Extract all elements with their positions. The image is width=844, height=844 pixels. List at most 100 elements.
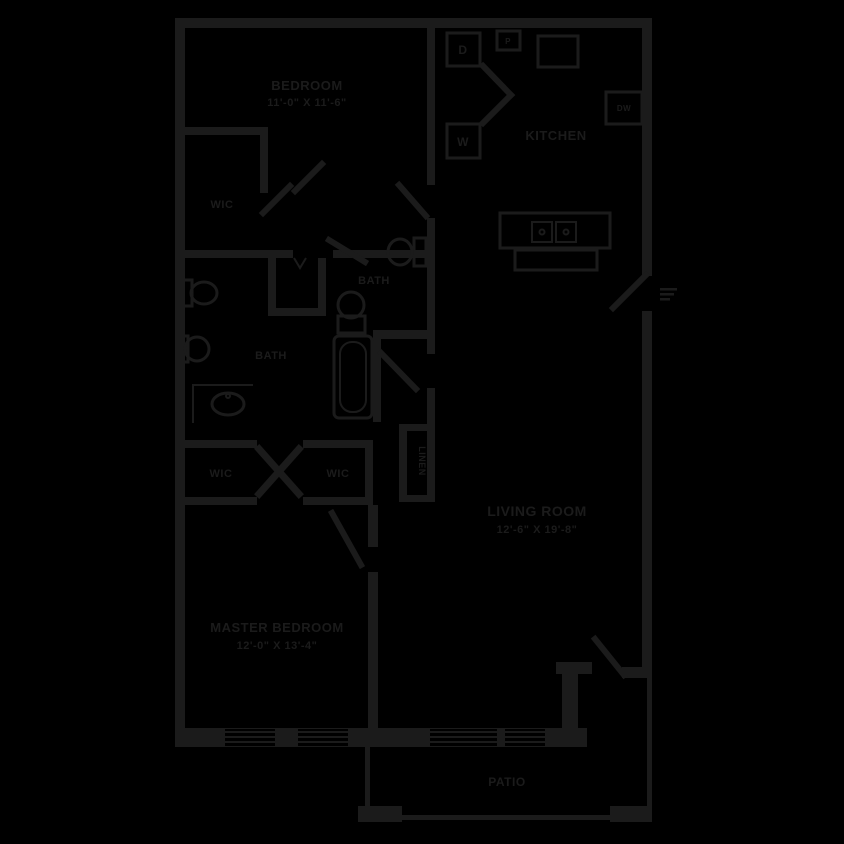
entry-door-leaf: [608, 270, 651, 313]
wall-bedroom-bottom-right: [333, 250, 427, 258]
wall-linen-top: [399, 424, 435, 431]
wall-closet-right: [318, 258, 326, 308]
patio-post-left: [358, 806, 402, 822]
wic-right-label: WIC: [327, 468, 350, 480]
kitchen-bar: [513, 248, 599, 272]
bath-inner-door-leaf: [324, 235, 370, 267]
bath-upper-door-leaf: [394, 180, 431, 221]
living-room-label: LIVING ROOM: [487, 503, 587, 519]
bedroom-dims: 11'-0" X 11'-6": [267, 97, 346, 109]
wall-linen-bottom: [399, 495, 435, 502]
bathtub-outer: [332, 334, 374, 420]
linen-label: LINEN: [417, 446, 427, 476]
wall-right-mid: [642, 311, 652, 667]
kitchen-counter: [498, 211, 612, 250]
laundry-bifold-door-upper: [478, 61, 516, 100]
appliance-labels: D W P DW: [457, 37, 631, 149]
wall-stub-patio-right: [622, 667, 652, 678]
doors: [254, 61, 651, 680]
wall-top: [175, 18, 652, 28]
windows: [225, 729, 545, 746]
wall-wic-right: [260, 135, 268, 193]
bathtub-inner: [339, 341, 367, 413]
pantry-box: [495, 29, 522, 52]
wall-bedroom-laundry: [427, 28, 435, 185]
wall-master-living: [368, 572, 378, 728]
wic-door-leaf: [258, 181, 295, 218]
wall-closet-left: [268, 258, 276, 308]
refrigerator-box: [536, 34, 580, 69]
patio-post-right: [610, 806, 652, 822]
dryer-box: [445, 31, 482, 68]
window-master-2: [298, 729, 348, 746]
dryer-letter: D: [458, 43, 467, 57]
wic-left-label: WIC: [210, 468, 233, 480]
toilet-left-bowl: [189, 280, 219, 306]
wall-linen-living: [427, 424, 435, 502]
wall-bath-living-1: [427, 218, 435, 330]
patio-label: PATIO: [488, 775, 525, 789]
wall-left: [175, 18, 185, 747]
wall-closet-bottom: [268, 308, 326, 316]
pedestal-sink-left-back: [179, 334, 190, 364]
master-bedroom-label: MASTER BEDROOM: [210, 620, 343, 635]
dishwasher-box: [604, 90, 644, 126]
wall-patio-cap: [556, 662, 592, 674]
wall-bath-living-2: [427, 330, 435, 354]
pedestal-sink-upper-bowl: [336, 290, 366, 320]
vanity-counter-edge: [192, 384, 253, 423]
entry-marker-icon: [660, 288, 677, 301]
pantry-letter: P: [505, 37, 511, 46]
pedestal-sink-upper-base: [336, 314, 367, 335]
toilet-upper-tank: [412, 236, 428, 268]
wall-bath-living-3: [427, 388, 435, 424]
kitchen-label: KITCHEN: [525, 128, 586, 143]
laundry-bifold-door-lower: [478, 90, 516, 128]
wall-wicpair-bottom-left: [185, 497, 257, 505]
bedroom-label: BEDROOM: [271, 78, 342, 93]
wall-right-upper: [642, 18, 652, 276]
vanity-faucet-icon: [225, 393, 231, 399]
bath-lower-door-leaf: [376, 348, 421, 394]
master-door-leaf: [327, 508, 366, 570]
bath-lower-label: BATH: [255, 350, 287, 362]
living-room-dims: 12'-6" X 19'-8": [497, 524, 578, 536]
sink-drain-left-icon: [538, 228, 546, 236]
closet-door-notch: [293, 257, 307, 270]
washer-letter: W: [457, 135, 469, 149]
kitchen-sink-bowl-right: [555, 221, 577, 243]
pedestal-sink-left-bowl: [183, 335, 211, 363]
window-living-1: [430, 729, 497, 746]
wall-wicpair-bottom-right: [303, 497, 373, 505]
master-bedroom-dims: 12'-0" X 13'-4": [237, 640, 318, 652]
wall-patio-jamb: [562, 662, 578, 728]
room-labels: BEDROOM 11'-0" X 11'-6" KITCHEN WIC BATH…: [210, 78, 587, 789]
wall-tub-side: [373, 330, 381, 422]
patio-wall-left: [365, 747, 370, 820]
wic-double-door-x2: [254, 444, 304, 499]
patio-door-leaf: [590, 634, 629, 680]
bedroom-wic-label: WIC: [211, 199, 234, 211]
wall-wicpair-right: [365, 440, 373, 505]
window-master-1: [225, 729, 275, 746]
wall-bedroom-bottom-left: [185, 250, 293, 258]
kitchen-sink-bowl-left: [531, 221, 553, 243]
bath-upper-label: BATH: [358, 275, 390, 287]
window-living-2: [505, 729, 545, 746]
patio-wall-right: [647, 678, 652, 820]
wall-wicpair-top-right: [303, 440, 373, 448]
wall-bath-mid: [380, 330, 427, 339]
wall-linen-left: [399, 424, 407, 502]
bedroom-door-leaf: [290, 159, 327, 196]
washer-box: [445, 122, 482, 160]
sink-drain-right-icon: [562, 228, 570, 236]
toilet-upper-bowl: [386, 237, 414, 267]
patio-wall-bottom: [365, 815, 652, 820]
fixtures: [179, 29, 644, 423]
wall-wic-top: [185, 127, 268, 135]
interior-walls: [185, 28, 435, 728]
patio-walls: [358, 678, 652, 822]
dishwasher-letter: DW: [617, 104, 631, 113]
